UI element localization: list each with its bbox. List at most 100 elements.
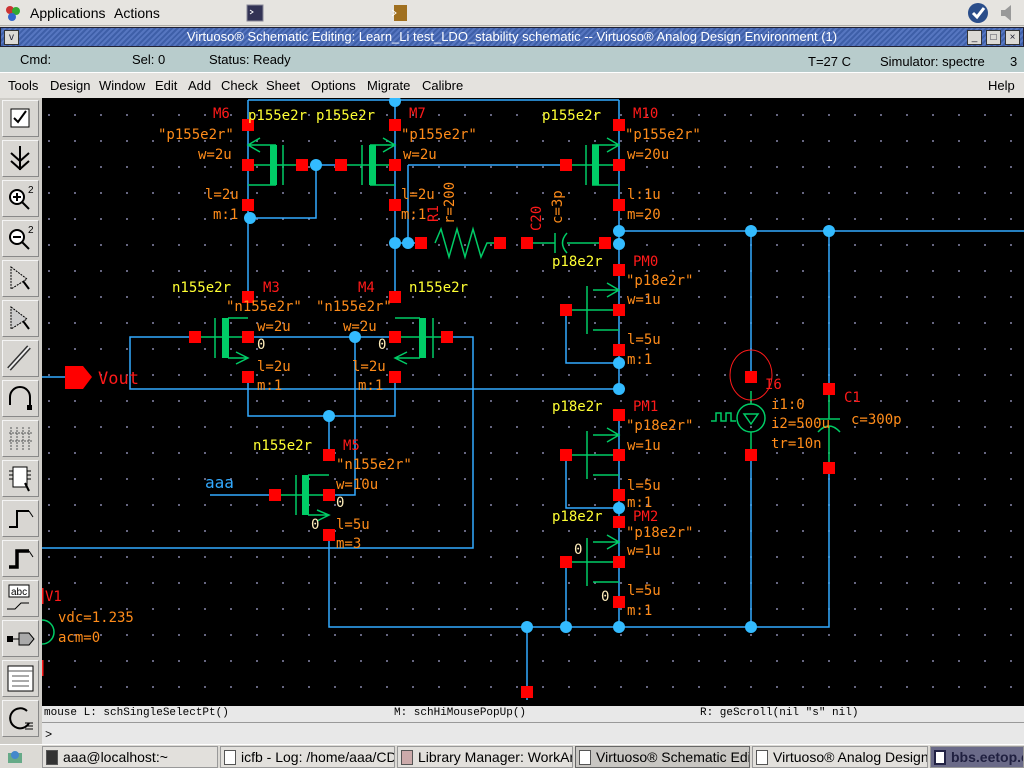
svg-text:abc: abc	[11, 587, 27, 598]
device-bodies	[42, 137, 841, 645]
pm2-source: 0	[601, 589, 609, 605]
task-schematic-editing[interactable]: Virtuoso® Schematic Edi	[575, 746, 750, 768]
vout-label: Vout	[98, 369, 139, 389]
terminal-launcher-icon[interactable]	[246, 4, 264, 22]
svg-text:2: 2	[28, 185, 34, 196]
tool-undo[interactable]	[2, 380, 39, 417]
top-panel: Applications Actions	[0, 0, 1024, 26]
c1-name: C1	[844, 390, 861, 406]
svg-text:2: 2	[28, 225, 34, 236]
task-bbs-eetop[interactable]: bbs.eetop.cn	[930, 746, 1024, 768]
i6-name: I6	[765, 377, 782, 393]
redo-icon	[9, 707, 33, 730]
command-input[interactable]: >	[42, 722, 1024, 744]
gnome-foot-icon[interactable]	[4, 4, 22, 22]
pm2-cell: "p18e2r"	[626, 525, 693, 541]
task-label: bbs.eetop.cn	[951, 749, 1023, 765]
pm1-name: PM1	[633, 399, 658, 415]
task-icfb-log[interactable]: icfb - Log: /home/aaa/CD	[220, 746, 395, 768]
tool-zoom-out[interactable]: 2	[2, 220, 39, 257]
minimize-button[interactable]: _	[967, 30, 982, 45]
tool-stretch[interactable]	[2, 140, 39, 177]
menu-window[interactable]: Window	[99, 78, 146, 93]
tool-wire-name[interactable]: abc	[2, 580, 39, 617]
menu-options[interactable]: Options	[311, 78, 356, 93]
i6-i2: i2=500u	[771, 416, 830, 432]
tool-wire-pen[interactable]	[2, 340, 39, 377]
volume-icon[interactable]	[998, 3, 1016, 23]
device-gate-bars	[222, 145, 599, 515]
show-desktop-icon[interactable]	[6, 748, 24, 766]
tool-property[interactable]	[2, 660, 39, 697]
tool-wire-narrow[interactable]	[2, 500, 39, 537]
m4-length: l=2u	[352, 359, 386, 375]
menu-check[interactable]: Check	[221, 78, 258, 93]
tool-palette: 2 2 abc	[0, 98, 42, 744]
mouse-right-binding: R: geScroll(nil "s" nil)	[700, 707, 859, 719]
m5-labels: M5 n155e2r "n155e2r" w=10u 0 0 l=5u m=3	[253, 438, 412, 552]
vout-pin[interactable]	[65, 366, 92, 389]
m3-labels: M3 n155e2r "n155e2r" w=2u 0 l=2u m:1	[172, 280, 302, 394]
connection-pins	[189, 119, 835, 698]
tool-instance-array[interactable]	[2, 420, 39, 457]
menu-calibre[interactable]: Calibre	[422, 78, 464, 93]
m5-cell: "n155e2r"	[336, 457, 412, 473]
pm0-length: l=5u	[627, 332, 661, 348]
m10-cell: "p155e2r"	[625, 127, 701, 143]
m3-model: n155e2r	[172, 280, 231, 296]
m10-labels: M10 p155e2r "p155e2r" w=20u l:1u m=20	[542, 106, 701, 223]
schematic-canvas[interactable]: M6 p155e2r "p155e2r" w=2u l=2u m:1 M7 p1…	[42, 98, 1024, 706]
actions-menu[interactable]: Actions	[114, 5, 160, 21]
menu-sheet[interactable]: Sheet	[266, 78, 300, 93]
task-label: Virtuoso® Analog Design	[773, 749, 928, 765]
maximize-button[interactable]: □	[986, 30, 1001, 45]
close-button[interactable]: ×	[1005, 30, 1020, 45]
m4-labels: M4 n155e2r "n155e2r" w=2u 0 l=2u m:1	[316, 280, 468, 394]
wires	[42, 99, 1024, 700]
pm1-cell: "p18e2r"	[626, 418, 693, 434]
v1-name: V1	[45, 589, 62, 605]
mouse-middle-binding: M: schHiMousePopUp()	[394, 707, 527, 719]
tool-check[interactable]	[2, 100, 39, 137]
tool-select-area[interactable]	[2, 300, 39, 337]
check-icon	[10, 108, 30, 128]
tool-redo[interactable]	[2, 700, 39, 737]
tool-add-pin[interactable]	[2, 620, 39, 657]
m6-name: M6	[213, 106, 230, 122]
menu-migrate[interactable]: Migrate	[367, 78, 411, 93]
r1-name: R1	[426, 205, 442, 222]
m3-length: l=2u	[257, 359, 291, 375]
m5-multiplier: m=3	[336, 536, 361, 552]
menu-design[interactable]: Design	[50, 78, 91, 93]
menu-add[interactable]: Add	[188, 78, 212, 93]
menu-tools[interactable]: Tools	[8, 78, 39, 93]
wire-wide-icon	[9, 549, 34, 569]
select-icon	[10, 266, 30, 290]
menu-edit[interactable]: Edit	[155, 78, 178, 93]
menu-help[interactable]: Help	[988, 78, 1015, 93]
task-library-manager[interactable]: Library Manager: WorkAre	[397, 746, 573, 768]
window-menu-button[interactable]: v	[4, 30, 19, 45]
logout-launcher-icon[interactable]	[391, 4, 409, 22]
pm2-model: p18e2r	[552, 509, 603, 525]
tool-add-instance[interactable]	[2, 460, 39, 497]
undo-icon	[9, 386, 32, 410]
tool-select[interactable]	[2, 260, 39, 297]
m10-name: M10	[633, 106, 658, 122]
tool-zoom-in[interactable]: 2	[2, 180, 39, 217]
pm2-length: l=5u	[627, 583, 661, 599]
task-analog-design[interactable]: Virtuoso® Analog Design	[752, 746, 928, 768]
c1-value: c=300p	[851, 412, 902, 428]
m5-length: l=5u	[336, 517, 370, 533]
m6-cell: "p155e2r"	[158, 127, 234, 143]
applications-menu[interactable]: Applications	[30, 5, 106, 21]
update-check-icon[interactable]	[967, 2, 989, 24]
pm1-width: w=1u	[627, 438, 661, 454]
tool-wire-wide[interactable]	[2, 540, 39, 577]
mouse-left-binding: mouse L: schSingleSelectPt()	[44, 707, 229, 719]
m6-width: w=2u	[198, 147, 232, 163]
m7-cell: "p155e2r"	[401, 127, 477, 143]
window-title: Virtuoso® Schematic Editing: Learn_Li te…	[186, 29, 838, 44]
task-terminal[interactable]: aaa@localhost:~	[42, 746, 218, 768]
r1-value: r=200	[442, 182, 458, 224]
